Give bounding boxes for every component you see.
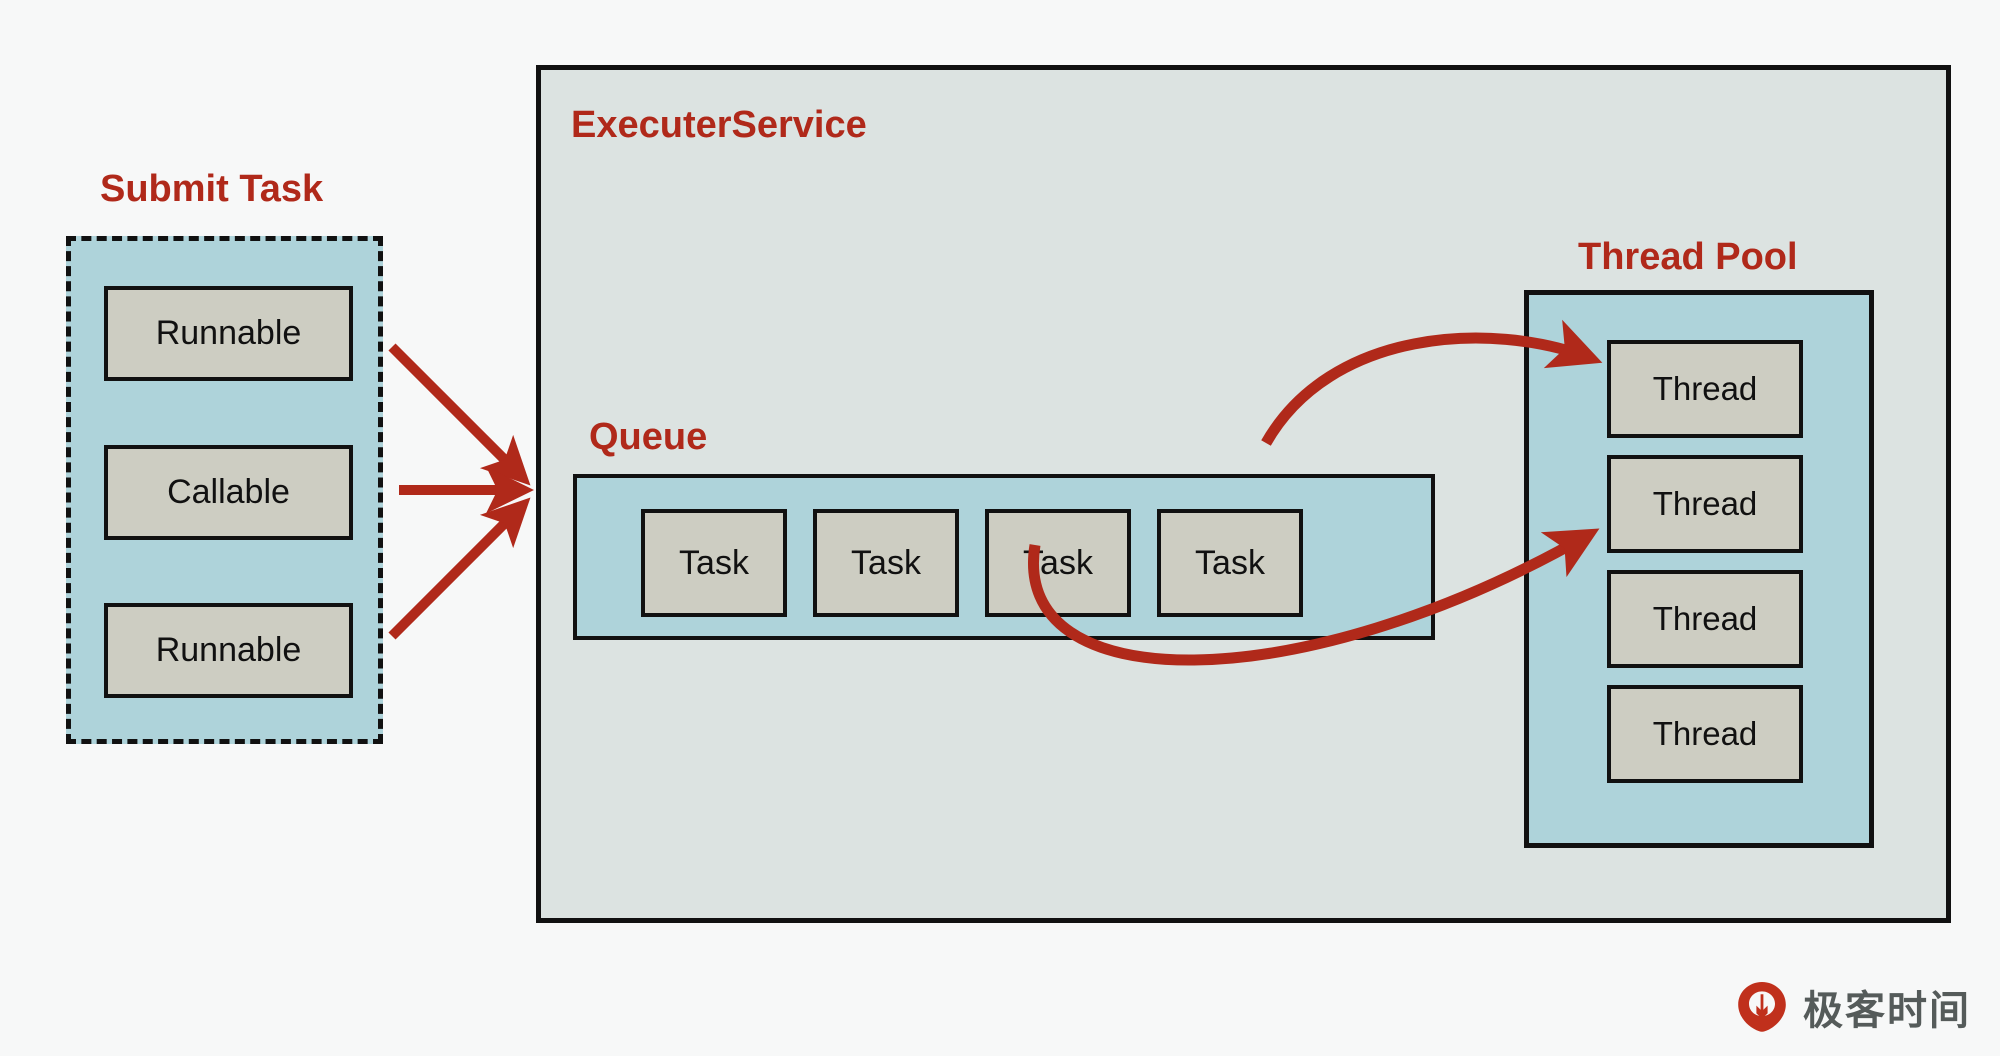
arrows-submit-to-service (388, 343, 535, 640)
submit-task-panel: Runnable Callable Runnable (66, 236, 383, 744)
thread-box-3[interactable]: Thread (1607, 570, 1803, 668)
thread-pool-panel: Thread Thread Thread Thread (1524, 290, 1874, 848)
arrow-runnable-top-icon (388, 343, 531, 486)
queue-task-4[interactable]: Task (1157, 509, 1303, 617)
geektime-logo: 极客时间 (1735, 978, 1971, 1036)
thread-pool-heading: Thread Pool (1578, 236, 1798, 278)
submit-task-item-runnable-2[interactable]: Runnable (104, 603, 353, 698)
thread-box-2[interactable]: Thread (1607, 455, 1803, 553)
arrow-runnable-bottom-icon (388, 497, 531, 640)
geektime-logo-icon (1735, 980, 1789, 1034)
submit-task-item-callable[interactable]: Callable (104, 445, 353, 540)
queue-heading: Queue (589, 416, 708, 458)
submit-task-item-runnable-1[interactable]: Runnable (104, 286, 353, 381)
thread-box-1[interactable]: Thread (1607, 340, 1803, 438)
queue-task-1[interactable]: Task (641, 509, 787, 617)
queue-task-3[interactable]: Task (985, 509, 1131, 617)
thread-box-4[interactable]: Thread (1607, 685, 1803, 783)
executer-service-heading: ExecuterService (571, 104, 867, 146)
geektime-logo-text: 极客时间 (1803, 989, 1971, 1033)
submit-task-heading: Submit Task (100, 168, 324, 210)
queue-task-2[interactable]: Task (813, 509, 959, 617)
queue-panel: Task Task Task Task (573, 474, 1435, 640)
